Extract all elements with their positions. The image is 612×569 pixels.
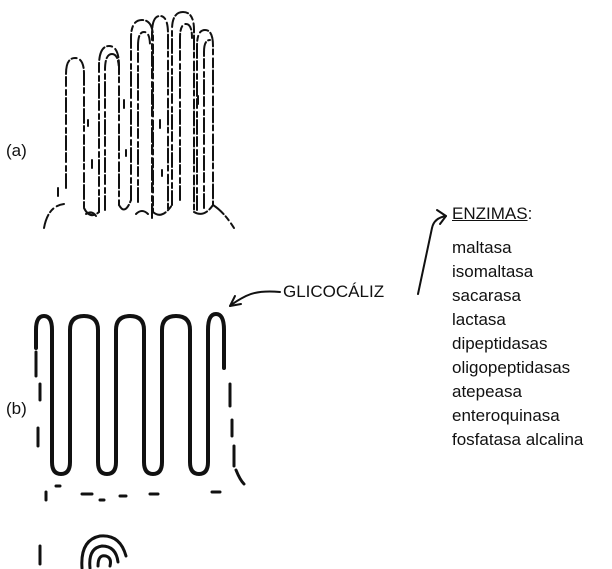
microvilli-row-b bbox=[36, 314, 224, 474]
glycocalyx-arrow bbox=[230, 292, 280, 307]
enzyme-item: maltasa bbox=[452, 236, 583, 260]
microvilli-sketch-a bbox=[44, 12, 234, 228]
nucleus-swirl-b bbox=[82, 536, 126, 568]
enzyme-item: fosfatasa alcalina bbox=[452, 428, 583, 452]
enzyme-item: isomaltasa bbox=[452, 260, 583, 284]
panel-b-label: (b) bbox=[6, 400, 27, 417]
panel-a-label: (a) bbox=[6, 142, 27, 159]
enzyme-list: maltasa isomaltasa sacarasa lactasa dipe… bbox=[452, 236, 583, 452]
enzyme-item: lactasa bbox=[452, 308, 583, 332]
enzyme-item: oligopeptidasas bbox=[452, 356, 583, 380]
membrane-fragments-b bbox=[36, 352, 244, 564]
enzyme-item: sacarasa bbox=[452, 284, 583, 308]
enzymes-heading: ENZIMAS: bbox=[452, 205, 532, 222]
glycocalyx-label: GLICOCÁLIZ bbox=[283, 283, 384, 300]
enzymes-arrow bbox=[418, 210, 446, 294]
enzyme-item: dipeptidasas bbox=[452, 332, 583, 356]
enzymes-heading-text: ENZIMAS bbox=[452, 204, 528, 223]
enzymes-heading-colon: : bbox=[528, 204, 533, 223]
enzyme-item: atepeasa bbox=[452, 380, 583, 404]
speckles-a bbox=[58, 96, 198, 196]
enzyme-item: enteroquinasa bbox=[452, 404, 583, 428]
